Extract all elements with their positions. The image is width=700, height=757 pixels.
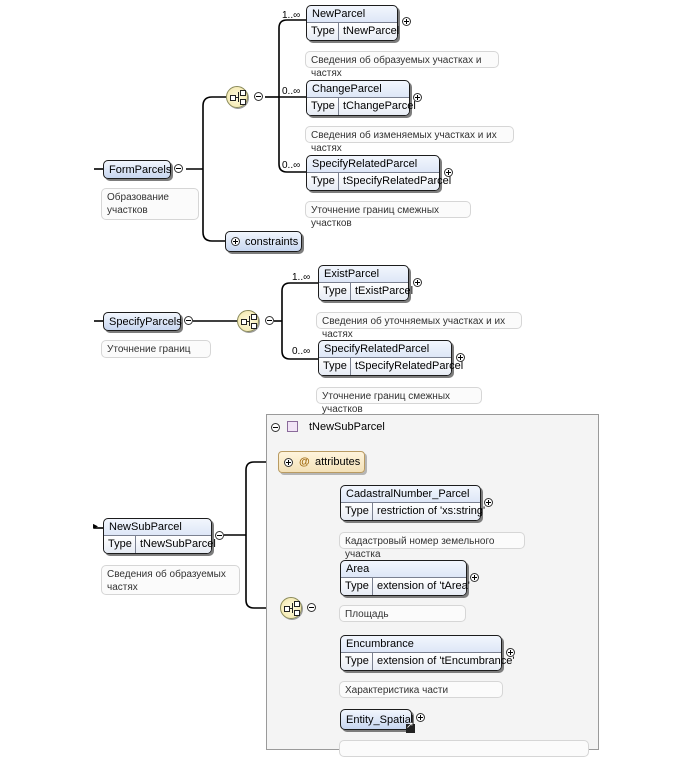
doc-existparcel: Сведения об уточняемых участках и их час… <box>316 312 522 340</box>
doc-specifyrelatedparcel: Уточнение границ смежных участков <box>305 201 471 229</box>
doc-newparcel: Сведения об образуемых участках и частях <box>305 51 499 79</box>
doc-changeparcel: Сведения об изменяемых участках и их час… <box>305 126 514 154</box>
sequence-compositor-icon[interactable] <box>237 310 259 332</box>
element-name: Encumbrance <box>346 638 414 650</box>
element-name: ChangeParcel <box>312 83 382 95</box>
element-existparcel[interactable]: ExistParcel Type tExistParcel <box>318 265 413 301</box>
type-row: Type tChangeParcel <box>307 97 416 115</box>
collapse-icon[interactable] <box>174 164 183 173</box>
collapse-icon[interactable] <box>271 423 280 432</box>
expand-icon[interactable] <box>484 498 493 507</box>
sequence-compositor-icon[interactable] <box>280 597 302 619</box>
collapse-icon[interactable] <box>307 603 316 612</box>
expand-icon[interactable] <box>413 93 422 102</box>
complex-type-icon <box>287 421 298 432</box>
doc-cadastralnumber-parcel: Кадастровый номер земельного участка <box>339 532 525 560</box>
type-row: Type tExistParcel <box>319 282 413 300</box>
doc-entity-spatial-truncated <box>339 740 589 757</box>
element-name: CadastralNumber_Parcel <box>346 488 470 500</box>
attributes-box[interactable]: @ attributes <box>278 451 365 473</box>
type-value: tNewParcel <box>343 25 400 37</box>
element-encumbrance[interactable]: Encumbrance Type extension of 'tEncumbra… <box>340 635 515 671</box>
group-name: constraints <box>245 235 299 248</box>
occurs-label: 0..∞ <box>282 86 301 97</box>
element-entity-spatial[interactable]: Entity_Spatial <box>340 709 414 730</box>
expand-icon[interactable] <box>402 17 411 26</box>
truncated-edge-mark: ▸ <box>93 521 99 532</box>
type-value: tSpecifyRelatedParcel <box>355 360 464 372</box>
reference-arrow-icon <box>406 721 415 733</box>
doc-specifyrelatedparcel-2: Уточнение границ смежных участков <box>316 387 482 415</box>
doc-newsubparcel: Сведения об образуемых частях <box>101 565 240 595</box>
element-name: SpecifyRelatedParcel <box>324 343 430 355</box>
expand-icon[interactable] <box>506 648 515 657</box>
occurs-label: 1..∞ <box>282 10 301 21</box>
type-row: Type tNewSubParcel <box>104 535 216 553</box>
occurs-label: 0..∞ <box>292 346 311 357</box>
doc-encumbrance: Характеристика части <box>339 681 503 698</box>
type-value: tNewSubParcel <box>140 538 216 550</box>
type-value: tExistParcel <box>355 285 414 297</box>
expand-icon[interactable] <box>444 168 453 177</box>
type-value: extension of 'tEncumbrance' <box>377 655 515 667</box>
sequence-compositor-icon[interactable] <box>226 86 248 108</box>
expand-icon[interactable] <box>470 573 479 582</box>
occurs-label: 1..∞ <box>292 272 311 283</box>
element-cadastralnumber-parcel[interactable]: CadastralNumber_Parcel Type restriction … <box>340 485 485 521</box>
element-name: SpecifyParcels <box>109 315 182 328</box>
expand-icon[interactable] <box>413 278 422 287</box>
element-name: NewParcel <box>312 8 366 20</box>
type-row: Type tSpecifyRelatedParcel <box>307 172 451 190</box>
element-name: SpecifyRelatedParcel <box>312 158 418 170</box>
collapse-icon[interactable] <box>254 92 263 101</box>
expand-icon[interactable] <box>416 713 425 722</box>
element-name: ExistParcel <box>324 268 380 280</box>
element-name: NewSubParcel <box>109 521 182 533</box>
element-name: FormParcels <box>109 163 172 176</box>
occurs-label: 0..∞ <box>282 160 301 171</box>
element-name: Area <box>346 563 370 575</box>
type-row: Type tSpecifyRelatedParcel <box>319 357 463 375</box>
type-value: tChangeParcel <box>343 100 416 112</box>
type-row: Type extension of 'tEncumbrance' <box>341 652 515 670</box>
attributes-label: attributes <box>315 456 361 468</box>
element-specifyrelatedparcel[interactable]: SpecifyRelatedParcel Type tSpecifyRelate… <box>306 155 451 191</box>
type-value: tSpecifyRelatedParcel <box>343 175 452 187</box>
expand-icon[interactable] <box>231 237 240 246</box>
element-area[interactable]: Area Type extension of 'tArea' <box>340 560 470 596</box>
group-constraints[interactable]: constraints <box>225 231 302 252</box>
expand-icon[interactable] <box>284 458 293 467</box>
type-row: Type extension of 'tArea' <box>341 577 470 595</box>
attribute-at-icon: @ <box>299 456 310 468</box>
element-newparcel[interactable]: NewParcel Type tNewParcel <box>306 5 400 41</box>
type-row: Type restriction of 'xs:string' <box>341 502 485 520</box>
doc-specifyparcels: Уточнение границ <box>101 340 211 358</box>
collapse-icon[interactable] <box>265 316 274 325</box>
element-newsubparcel[interactable]: NewSubParcel Type tNewSubParcel <box>103 518 216 554</box>
element-changeparcel[interactable]: ChangeParcel Type tChangeParcel <box>306 80 416 116</box>
type-value: extension of 'tArea' <box>377 580 470 592</box>
element-name: Entity_Spatial <box>346 713 414 726</box>
expand-icon[interactable] <box>456 353 465 362</box>
type-row: Type tNewParcel <box>307 22 400 40</box>
element-specifyrelatedparcel-2[interactable]: SpecifyRelatedParcel Type tSpecifyRelate… <box>318 340 463 376</box>
collapse-icon[interactable] <box>184 316 193 325</box>
element-specifyparcels[interactable]: SpecifyParcels <box>103 312 182 331</box>
doc-area: Площадь <box>339 605 466 622</box>
doc-formparcels: Образование участков <box>101 188 199 220</box>
type-value: restriction of 'xs:string' <box>377 505 486 517</box>
collapse-icon[interactable] <box>215 531 224 540</box>
element-formparcels[interactable]: FormParcels <box>103 160 171 179</box>
complex-type-name: tNewSubParcel <box>309 421 385 433</box>
